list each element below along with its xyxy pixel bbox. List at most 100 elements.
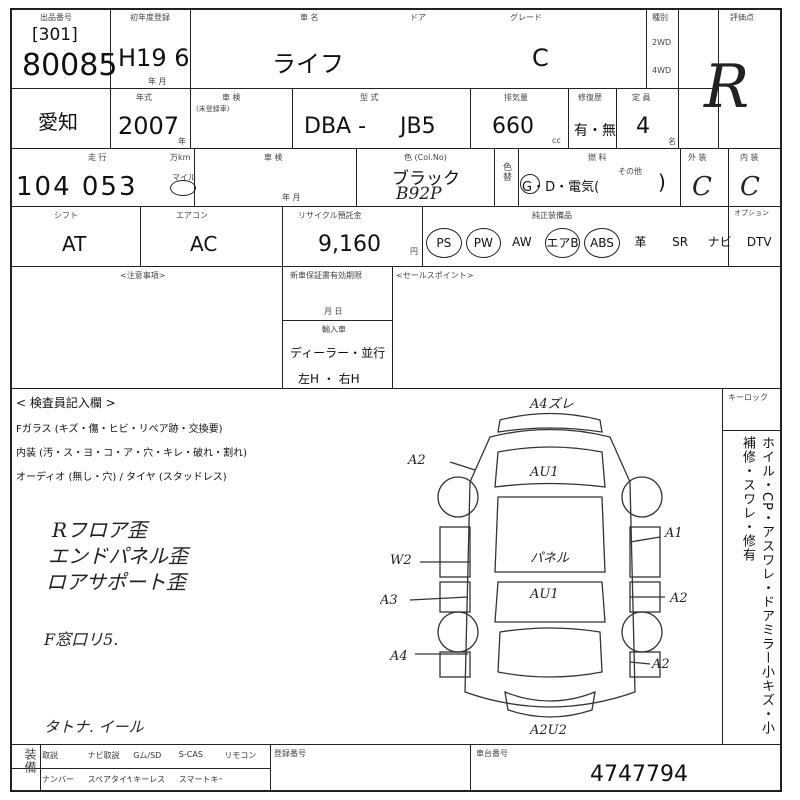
shift-value: AT — [62, 232, 87, 256]
drive-2wd: 2WD — [652, 38, 672, 47]
recycle-value: 9,160 — [318, 232, 381, 257]
year-unit: 年 — [178, 137, 186, 146]
int-label: 内 装 — [740, 153, 759, 162]
footer-equip-label: 装備 — [23, 748, 37, 774]
footer-equip-item: ナビ取説 — [87, 751, 120, 760]
recycle-label: リサイクル預託金 — [298, 211, 362, 220]
import-value: ディーラー・並行 — [290, 346, 386, 360]
displacement-label: 排気量 — [504, 93, 528, 102]
import-label: 輸入車 — [322, 325, 346, 334]
equip-item: SR — [672, 235, 689, 249]
footer-equip-item: スペアタイヤ — [87, 775, 132, 784]
year-label: 年式 — [136, 93, 152, 102]
model-code: JB5 — [400, 114, 436, 139]
mileage-unit-circle-icon — [170, 180, 196, 196]
mileage-unit: マイル — [172, 173, 196, 182]
model-label: 型 式 — [360, 93, 379, 102]
equip-item: ナビ — [707, 235, 732, 249]
keyless-label: キーロック — [728, 393, 768, 402]
diagram-label-a3: A3 — [380, 593, 398, 608]
equip-item: エアB — [544, 228, 581, 258]
fuel-gas-circle-icon — [520, 174, 540, 194]
footer-equip-item: リモコン — [224, 751, 257, 760]
lot-prefix: [301] — [32, 25, 78, 45]
year-value: 2007 — [118, 112, 180, 140]
color-label: 色 (Col.No) — [404, 153, 447, 162]
inspection-line1: Fガラス (キズ・傷・ヒビ・リペア跡・交換要) — [16, 424, 223, 435]
sales-label: <セールスポイント> — [396, 271, 474, 280]
inspection-line2: 内装 (汚・ス・ヨ・コ・ア・穴・キレ・破れ・割れ) — [16, 448, 247, 459]
lot-label: 出品番号 — [40, 13, 72, 22]
diagram-label-a1: A1 — [664, 526, 683, 541]
handwritten-note-bottom: タトナ. イール — [44, 718, 144, 736]
color-change: 色替 — [501, 162, 511, 182]
equip-item: PS — [426, 228, 462, 258]
diagram-label-a4zure: A4ズレ — [529, 396, 574, 412]
inspection-line3: オーディオ (無し・穴) / タイヤ (スタッドレス) — [16, 472, 227, 483]
mileage-value: 104 053 — [16, 172, 138, 202]
chassis-value: 4747794 — [590, 762, 688, 787]
steering-value: 左H ・ 右H — [298, 372, 360, 386]
options-label: オプション — [734, 209, 769, 217]
capacity-unit: 名 — [668, 137, 676, 146]
first-reg-label: 初年度登録 — [130, 13, 170, 22]
history-value: 有・無 — [574, 123, 616, 139]
diagram-label-a2-right: A2 — [669, 591, 688, 606]
history-label: 修復歴 — [578, 93, 602, 102]
handwritten-note-3: ロアサポート歪 — [46, 570, 186, 594]
fuel-close: ) — [658, 170, 666, 194]
car-name-value: ライフ — [272, 50, 344, 78]
right-vertical-notes: ホイル・CP・アスワレ・ドアミラー小キズ・小補修・スワレ・修有 — [740, 436, 774, 735]
warranty-unit: 月 日 — [324, 307, 343, 316]
handwritten-note-2: エンドパネル歪 — [48, 544, 188, 568]
fuel-value: G・D・電気( — [522, 180, 600, 195]
car-name-label: 車 名 — [300, 13, 319, 22]
diagram-label-au1-mid: AU1 — [529, 587, 559, 602]
mileage-label: 走 行 — [88, 153, 107, 162]
diagram-label-au1-top: AU1 — [529, 465, 559, 480]
inspection-section-label: < 検査員記入欄 > — [16, 396, 116, 410]
footer-equip-item: Gム/SD — [133, 751, 162, 760]
fuel-other: その他 — [618, 167, 642, 176]
ext-label: 外 装 — [688, 153, 707, 162]
diagram-label-a4: A4 — [389, 649, 408, 664]
diagram-label-a2u2: A2U2 — [529, 723, 567, 738]
car-damage-diagram: A4ズレ A2 AU1 A1 W2 パネル AU1 A3 A2 A4 A2 A2… — [380, 396, 688, 738]
capacity-value: 4 — [636, 114, 650, 139]
equip-item: 革 — [634, 235, 647, 249]
color-value: ブラック — [392, 169, 460, 189]
footer-equip-item: キーレス — [133, 775, 166, 784]
equip-item: DTV — [746, 235, 772, 249]
model-prefix: DBA - — [304, 114, 367, 139]
shift-label: シフト — [54, 211, 78, 220]
expiry-label: 車 検 — [222, 93, 241, 102]
ac-value: AC — [190, 232, 218, 256]
ac-label: エアコン — [176, 211, 208, 220]
capacity-label: 定 員 — [632, 93, 651, 102]
handwritten-note-1: Rフロア歪 — [52, 518, 148, 542]
lot-number: 80085 — [22, 48, 118, 83]
int-value: C — [740, 172, 760, 202]
handwritten-note-extra: F窓口リ5. — [44, 630, 119, 649]
footer-equip-item: 取説 — [42, 751, 58, 760]
score-value: R — [704, 52, 750, 122]
drive-label: 種別 — [652, 13, 668, 22]
grade-label: グレード — [510, 13, 542, 22]
warranty-label: 新車保証書有効期限 — [290, 271, 362, 280]
drive-4wd: 4WD — [652, 66, 672, 75]
color-code: B92P — [396, 184, 442, 204]
diagram-label-panel: パネル — [530, 551, 570, 566]
displacement-unit: cc — [552, 136, 561, 145]
diagram-label-w2: W2 — [390, 553, 412, 568]
score-label: 評価点 — [730, 13, 754, 22]
footer-equip-item: ナンバー — [42, 775, 74, 784]
reg-number-label: 登録番号 — [274, 749, 306, 758]
footer-equip-item: スマートキー — [178, 775, 223, 784]
inspection-label: 車 検 — [264, 153, 283, 162]
recycle-unit: 円 — [410, 247, 418, 256]
grade-value: C — [532, 44, 549, 72]
first-reg-unit: 年 月 — [148, 77, 167, 86]
footer-equip-item: S-CAS — [178, 750, 203, 759]
displacement-value: 660 — [492, 114, 534, 139]
